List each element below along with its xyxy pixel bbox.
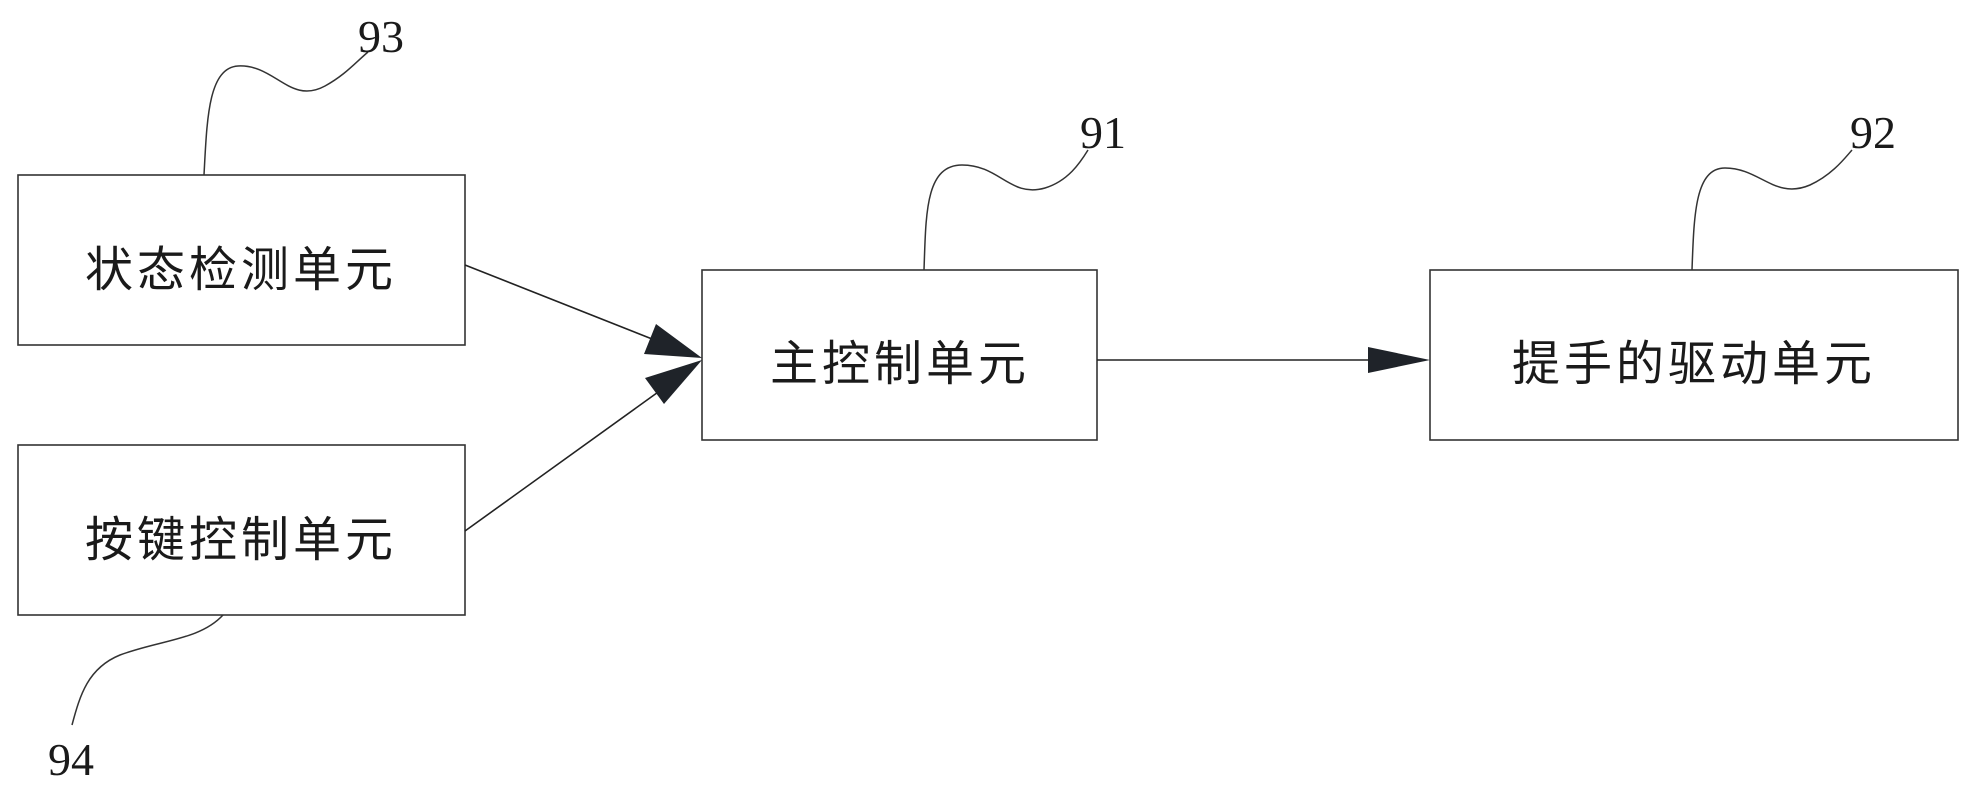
main-control-label: 主控制单元 xyxy=(770,336,1030,392)
ref-92: 92 xyxy=(1850,107,1896,158)
handle-drive-block: 提手的驱动单元 xyxy=(1430,270,1958,440)
key-control-label: 按键控制单元 xyxy=(85,512,397,568)
ref-91: 91 xyxy=(1080,107,1126,158)
arrowhead-main-to-drive xyxy=(1368,347,1430,373)
ref-94: 94 xyxy=(48,734,94,785)
arrowhead-key-to-main xyxy=(645,360,702,404)
key-control-block: 按键控制单元 xyxy=(18,445,465,615)
main-control-block: 主控制单元 xyxy=(702,270,1097,440)
status-detection-label: 状态检测单元 xyxy=(85,242,397,298)
status-detection-block: 状态检测单元 xyxy=(18,175,465,345)
arrow-key-to-main xyxy=(465,372,686,531)
ref-93: 93 xyxy=(358,11,404,62)
leader-94 xyxy=(72,615,223,725)
leader-91 xyxy=(924,150,1088,270)
handle-drive-label: 提手的驱动单元 xyxy=(1512,336,1876,392)
leader-92 xyxy=(1692,150,1852,270)
leader-93 xyxy=(204,52,368,175)
arrowhead-status-to-main xyxy=(644,324,702,358)
